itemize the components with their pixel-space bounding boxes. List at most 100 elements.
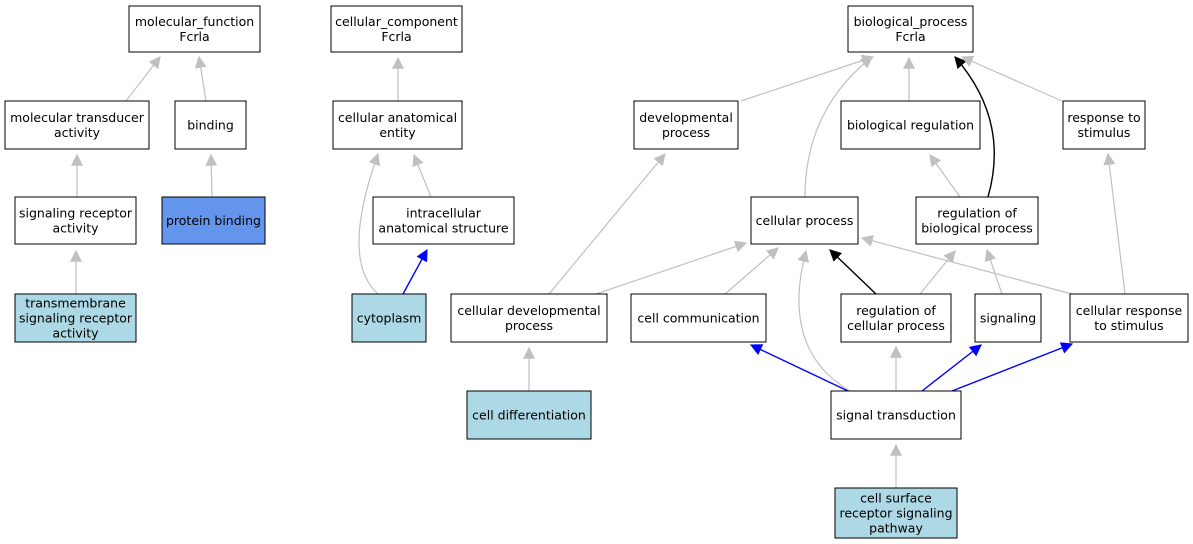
node-st: signal transduction xyxy=(830,390,962,440)
edge-rbp-to-bp xyxy=(954,56,995,198)
node-cc2-box xyxy=(630,293,767,343)
edge-st-to-cp xyxy=(797,249,851,392)
node-st-label-line-0: signal transduction xyxy=(836,408,956,423)
node-bp-label-line-0: biological_process xyxy=(854,14,968,29)
node-sig: signaling xyxy=(974,293,1042,343)
edge-mt-to-mf xyxy=(125,56,161,102)
edge-st-to-crs xyxy=(951,342,1074,392)
nodes-layer: molecular_functionFcrlacellular_componen… xyxy=(4,5,1189,539)
node-cdp-label-line-1: process xyxy=(505,318,553,333)
node-csrsp-box xyxy=(834,487,958,539)
edge-bind-to-mf xyxy=(194,55,207,102)
node-crs-box xyxy=(1069,293,1189,343)
node-cdp-box xyxy=(450,293,608,343)
node-mt-label-line-0: molecular transducer xyxy=(10,110,145,125)
node-csrsp-label-line-2: pathway xyxy=(869,521,923,536)
node-rbp-box xyxy=(915,196,1039,245)
node-dev-label-line-1: process xyxy=(662,125,710,140)
node-cc-label-line-1: Fcrla xyxy=(381,29,411,44)
node-cdp-label-line-0: cellular developmental xyxy=(457,303,600,318)
node-pb-label-line-0: protein binding xyxy=(166,213,261,228)
node-csrsp-label-line-1: receptor signaling xyxy=(839,506,952,521)
edges-layer xyxy=(70,54,1126,488)
node-sra-label-line-0: signaling receptor xyxy=(19,206,133,221)
node-tsra-label-line-2: activity xyxy=(52,326,99,341)
node-cae-box xyxy=(332,100,463,150)
node-rts-label-line-1: stimulus xyxy=(1078,125,1131,140)
node-cc2: cell communication xyxy=(630,293,767,343)
node-bind: binding xyxy=(174,100,247,150)
node-cyt: cytoplasm xyxy=(351,293,427,343)
node-cyt-box xyxy=(351,293,427,343)
node-cp-label-line-0: cellular process xyxy=(756,213,854,228)
node-mf-box xyxy=(128,5,261,53)
node-cd-label-line-0: cell differentiation xyxy=(472,408,586,423)
node-pb-box xyxy=(161,196,266,245)
edge-cyt-to-ias xyxy=(402,248,428,295)
node-sig-label-line-0: signaling xyxy=(980,311,1036,326)
node-sra-box xyxy=(14,196,137,245)
node-cp-box xyxy=(750,196,859,245)
edge-rcp-to-rbp xyxy=(919,250,956,295)
edge-cdp-to-dev xyxy=(548,153,666,295)
node-cc2-label-line-0: cell communication xyxy=(637,311,759,326)
node-rbp-label-line-1: biological process xyxy=(921,221,1033,236)
node-cyt-label-line-0: cytoplasm xyxy=(357,311,422,326)
edge-cp-to-bp xyxy=(804,56,873,198)
node-bind-label-line-0: binding xyxy=(187,118,234,133)
node-ias-box xyxy=(372,196,515,245)
node-rbp-label-line-0: regulation of xyxy=(937,206,1017,221)
edge-rcp-to-cp xyxy=(829,249,877,295)
node-cc-box xyxy=(330,5,463,53)
node-csrsp-label-line-0: cell surface xyxy=(860,491,932,506)
node-cae-label-line-1: entity xyxy=(379,125,416,140)
node-rcp-label-line-0: regulation of xyxy=(856,303,936,318)
edge-dev-to-bp xyxy=(740,54,875,102)
node-cc-label-line-0: cellular_component xyxy=(335,14,458,29)
node-cd-box xyxy=(466,390,592,440)
edge-st-to-cc2 xyxy=(749,344,849,392)
node-cae-label-line-0: cellular anatomical xyxy=(338,110,457,125)
node-st-box xyxy=(830,390,962,440)
edge-pb-to-bind xyxy=(205,153,218,198)
node-rts-box xyxy=(1062,100,1146,150)
node-sig-box xyxy=(974,293,1042,343)
node-bind-box xyxy=(174,100,247,150)
node-ias-label-line-1: anatomical structure xyxy=(378,221,508,236)
node-cp: cellular process xyxy=(750,196,859,245)
node-breg-box xyxy=(840,100,981,150)
node-sra-label-line-1: activity xyxy=(52,221,99,236)
node-mt-label-line-1: activity xyxy=(54,125,101,140)
node-mf-label-line-1: Fcrla xyxy=(179,29,209,44)
node-cd: cell differentiation xyxy=(466,390,592,440)
node-tsra-label-line-0: transmembrane xyxy=(25,296,126,311)
node-tsra-label-line-1: signaling receptor xyxy=(19,311,133,326)
node-bp-label-line-1: Fcrla xyxy=(895,29,925,44)
node-mf-label-line-0: molecular_function xyxy=(135,14,254,29)
node-crs-label-line-0: cellular response xyxy=(1076,303,1183,318)
edge-rbp-to-breg xyxy=(929,154,961,198)
edge-st-to-sig xyxy=(921,344,982,392)
node-tsra-box xyxy=(14,293,137,343)
node-ias-label-line-0: intracellular xyxy=(406,206,482,221)
node-rcp-label-line-1: cellular process xyxy=(847,318,945,333)
edge-cyt-to-cae xyxy=(358,152,381,295)
edge-crs-to-cp xyxy=(860,234,1073,295)
node-pb: protein binding xyxy=(161,196,266,245)
edge-rts-to-bp xyxy=(960,55,1063,102)
